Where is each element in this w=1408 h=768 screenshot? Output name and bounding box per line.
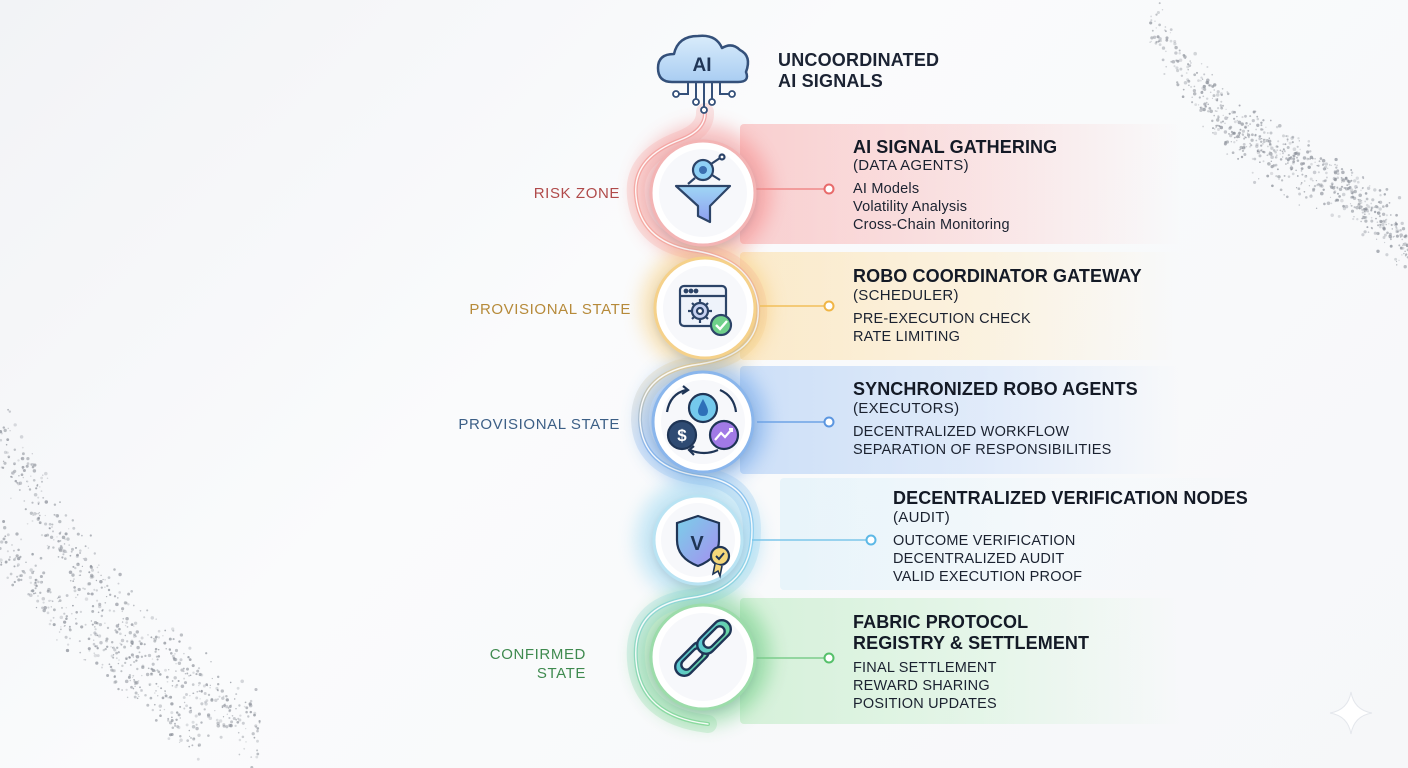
stage-title-settlement: FABRIC PROTOCOL REGISTRY & SETTLEMENT <box>853 612 1090 653</box>
stage-title-audit: DECENTRALIZED VERIFICATION NODES <box>893 488 1248 508</box>
stage-item: SEPARATION OF RESPONSIBILITIES <box>853 442 1112 458</box>
stage-items-audit: OUTCOME VERIFICATION DECENTRALIZED AUDIT… <box>893 532 1082 586</box>
stage-items-scheduler: PRE-EXECUTION CHECK RATE LIMITING <box>853 310 1031 346</box>
stage-band-audit <box>780 478 1280 590</box>
stage-item: RATE LIMITING <box>853 329 961 345</box>
zone-label-confirmed: CONFIRMED STATE <box>489 646 586 682</box>
zone-label-risk: RISK ZONE <box>533 185 620 202</box>
connector-node <box>823 300 835 312</box>
stage-items-data-agents: AI Models Volatility Analysis Cross-Chai… <box>853 180 1010 234</box>
stage-circles <box>649 139 757 711</box>
stage-item: Volatility Analysis <box>853 199 968 215</box>
stage-item: VALID EXECUTION PROOF <box>893 569 1083 585</box>
connector-node <box>865 534 877 546</box>
svg-text:V: V <box>690 533 704 555</box>
zone-label-provisional-2: PROVISIONAL STATE <box>458 416 620 433</box>
stage-item: Cross-Chain Monitoring <box>853 217 1010 233</box>
connector-node <box>823 416 835 428</box>
stage-items-executors: DECENTRALIZED WORKFLOW SEPARATION OF RES… <box>853 423 1111 459</box>
stage-band-executors <box>740 366 1180 474</box>
connectors <box>752 183 877 664</box>
stage-item: POSITION UPDATES <box>853 696 997 712</box>
stage-band-data-agents <box>740 124 1180 244</box>
svg-text:$: $ <box>677 426 687 445</box>
stage-title-data-agents: AI SIGNAL GATHERING <box>853 137 1058 157</box>
stage-subtitle-audit: (AUDIT) <box>893 509 951 526</box>
stage-item: PRE-EXECUTION CHECK <box>853 311 1031 327</box>
chain-link-icon <box>674 619 732 677</box>
stage-title-scheduler: ROBO COORDINATOR GATEWAY <box>853 266 1142 286</box>
stage-item: DECENTRALIZED WORKFLOW <box>853 424 1070 440</box>
stage-subtitle-scheduler: (SCHEDULER) <box>853 287 959 304</box>
stage-subtitle-executors: (EXECUTORS) <box>853 400 960 417</box>
stage-item: FINAL SETTLEMENT <box>853 660 997 676</box>
funnel-icon <box>674 153 732 224</box>
executors-cycle-icon: $ <box>665 385 740 456</box>
zone-label-provisional-1: PROVISIONAL STATE <box>469 301 631 318</box>
stage-items-settlement: FINAL SETTLEMENT REWARD SHARING POSITION… <box>853 659 997 713</box>
diagram-title: UNCOORDINATED AI SIGNALS <box>778 50 940 91</box>
connector-node <box>823 652 835 664</box>
ai-cloud-icon: AI <box>656 34 750 114</box>
flow-path <box>626 103 768 733</box>
cloud-ai-text: AI <box>693 55 712 76</box>
stage-item: OUTCOME VERIFICATION <box>893 533 1076 549</box>
sparkle-icon <box>1329 691 1373 735</box>
stage-subtitle-data-agents: (DATA AGENTS) <box>853 157 969 174</box>
connector-node <box>823 183 835 195</box>
stage-band-settlement <box>740 598 1180 724</box>
stage-item: AI Models <box>853 181 920 197</box>
stage-item: REWARD SHARING <box>853 678 990 694</box>
shield-check-icon: V <box>675 514 731 579</box>
scheduler-gear-icon <box>678 284 733 337</box>
stage-item: DECENTRALIZED AUDIT <box>893 551 1065 567</box>
stage-title-executors: SYNCHRONIZED ROBO AGENTS <box>853 379 1138 399</box>
